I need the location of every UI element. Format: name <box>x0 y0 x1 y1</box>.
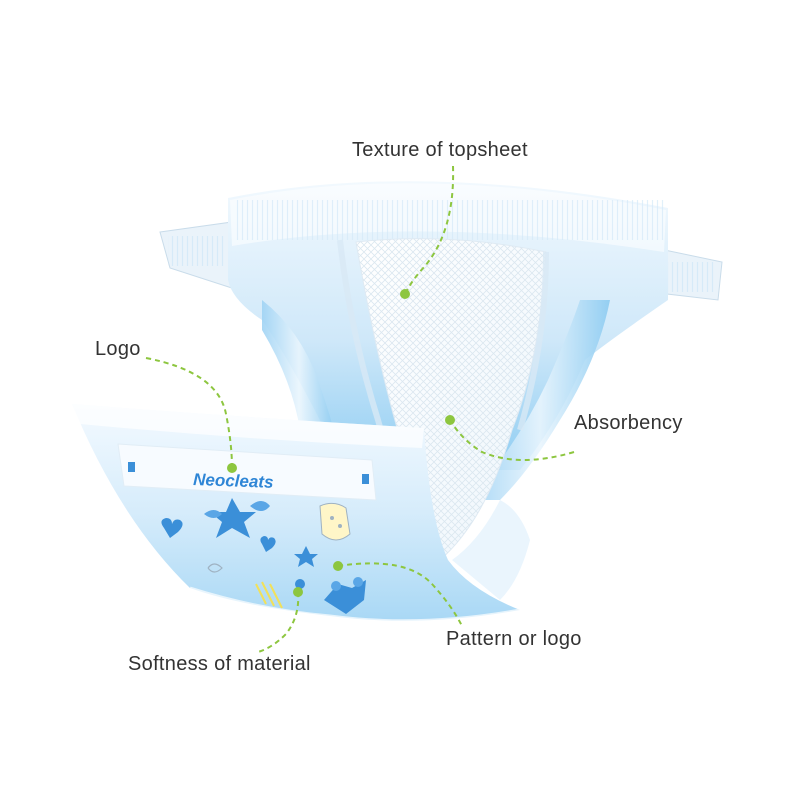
absorbent-core <box>337 238 549 562</box>
brand-logo: Neocleats <box>193 470 274 492</box>
callout-pattern <box>333 561 463 627</box>
callout-softness <box>257 587 303 653</box>
star-print-icon <box>204 498 270 538</box>
small-star-print-icon <box>294 546 318 567</box>
dot-print <box>295 579 305 589</box>
bear-print-icon <box>324 577 366 614</box>
callout-dot <box>445 415 455 425</box>
right-leg-cuff <box>470 300 610 500</box>
bib-print-icon <box>319 502 351 541</box>
label-softness-of-material: Softness of material <box>128 653 311 675</box>
callout-logo <box>145 357 237 473</box>
callout-dot <box>293 587 303 597</box>
left-leg-cuff <box>262 300 336 440</box>
callout-absorbency <box>445 415 575 461</box>
label-pattern-or-logo: Pattern or logo <box>446 628 582 650</box>
callout-dot <box>400 289 410 299</box>
callout-topsheet <box>400 165 455 299</box>
front-landing-zone: Neocleats <box>117 443 377 501</box>
callout-dot <box>227 463 237 473</box>
heart-print-icon <box>260 536 276 552</box>
softness-lines-icon <box>207 563 283 609</box>
left-side-tab <box>159 221 239 291</box>
label-absorbency: Absorbency <box>574 412 683 434</box>
callout-dot <box>333 561 343 571</box>
printed-pattern <box>161 498 366 614</box>
label-logo: Logo <box>95 338 141 360</box>
heart-print-icon <box>161 518 183 538</box>
label-texture-of-topsheet: Texture of topsheet <box>352 139 528 161</box>
